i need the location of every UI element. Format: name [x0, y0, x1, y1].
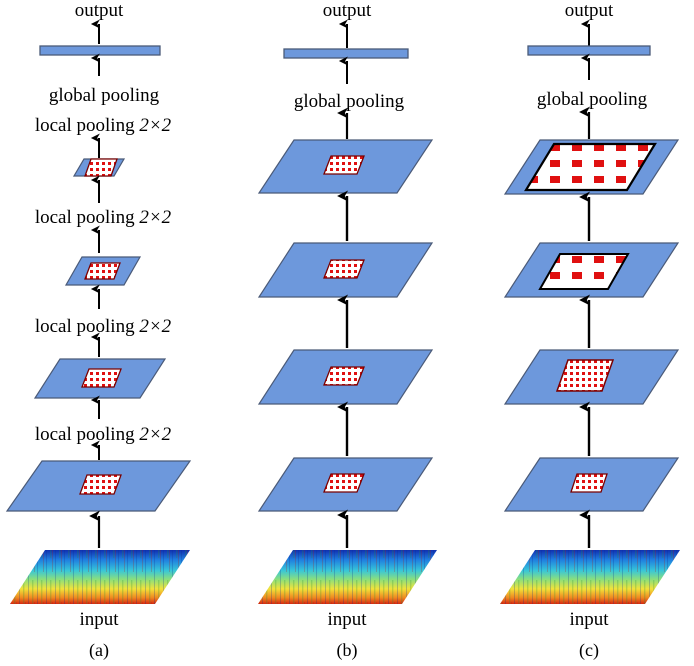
receptive-field: [538, 253, 630, 290]
output-vector: [527, 45, 651, 56]
local-pooling-label: local pooling 2×2: [35, 207, 172, 228]
receptive-field: [84, 262, 121, 280]
receptive-field: [84, 158, 118, 177]
caption: (a): [89, 640, 109, 661]
column-a: output global pooling local pooling 2×2 …: [5, 0, 192, 661]
column-b: output global pooling input (b): [257, 0, 437, 661]
receptive-field: [79, 474, 122, 495]
local-pooling-label: local pooling 2×2: [35, 316, 172, 337]
local-pooling-label: local pooling 2×2: [35, 115, 172, 136]
receptive-field: [323, 366, 365, 386]
output-label: output: [323, 0, 372, 21]
input-label: input: [569, 609, 609, 630]
receptive-field: [524, 142, 657, 192]
receptive-field: [323, 473, 365, 493]
spectrogram-texture: [500, 550, 680, 604]
input-label: input: [327, 609, 367, 630]
column-c: output global pooling input (c): [500, 0, 680, 661]
receptive-field: [323, 155, 365, 175]
output-vector: [39, 45, 161, 56]
spectrogram-texture: [258, 550, 437, 604]
receptive-field: [81, 368, 122, 388]
local-pooling-label: local pooling 2×2: [35, 424, 172, 445]
output-label: output: [565, 0, 614, 21]
global-pooling-label: global pooling: [537, 89, 648, 110]
receptive-field: [570, 473, 608, 493]
global-pooling-label: global pooling: [294, 91, 405, 112]
spectrogram-texture: [10, 550, 190, 604]
receptive-field: [555, 359, 615, 392]
global-pooling-label: global pooling: [49, 85, 160, 106]
caption: (b): [337, 640, 358, 661]
receptive-field: [323, 259, 365, 279]
output-label: output: [75, 0, 124, 21]
input-label: input: [79, 609, 119, 630]
output-vector: [283, 48, 409, 59]
caption: (c): [579, 640, 599, 661]
